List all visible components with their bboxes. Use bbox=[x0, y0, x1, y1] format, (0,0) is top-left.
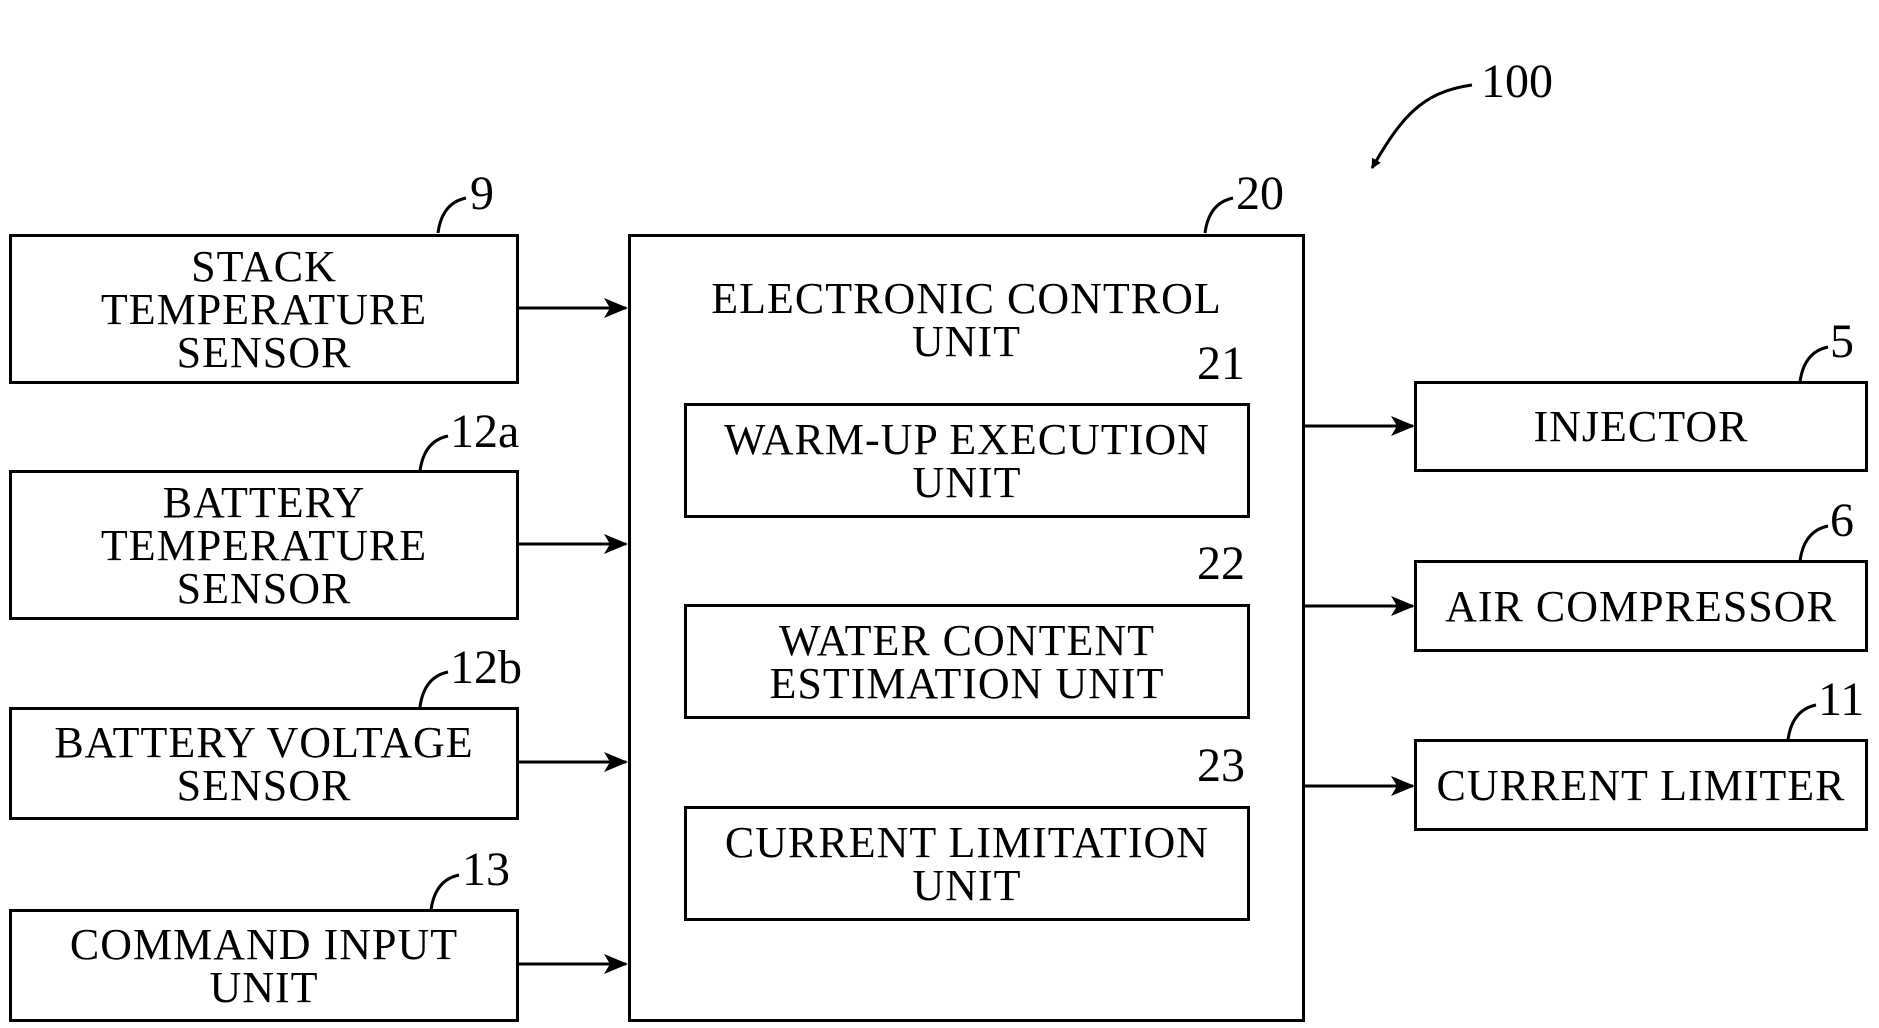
leader-12a bbox=[420, 436, 448, 471]
warm-up-execution-unit-block: WARM-UP EXECUTION UNIT bbox=[684, 403, 1250, 518]
block-line: UNIT bbox=[209, 966, 318, 1009]
block-line: SENSOR bbox=[177, 331, 352, 374]
ref-label-9: 9 bbox=[470, 170, 494, 218]
leader-12b bbox=[420, 672, 448, 707]
block-line: BATTERY VOLTAGE bbox=[54, 721, 473, 764]
block-line: AIR COMPRESSOR bbox=[1445, 585, 1837, 628]
current-limitation-unit-block: CURRENT LIMITATION UNIT bbox=[684, 806, 1250, 921]
leader-13 bbox=[431, 875, 459, 910]
leader-6 bbox=[1800, 526, 1828, 561]
injector-block: INJECTOR bbox=[1414, 381, 1868, 472]
block-line: ESTIMATION UNIT bbox=[769, 662, 1164, 705]
block-line: WATER CONTENT bbox=[779, 619, 1155, 662]
ref-label-6: 6 bbox=[1830, 497, 1854, 545]
ref-label-12a: 12a bbox=[450, 408, 519, 456]
leader-9 bbox=[438, 198, 466, 233]
block-line: TEMPERATURE bbox=[101, 524, 427, 567]
block-line: ELECTRONIC CONTROL bbox=[631, 277, 1302, 320]
battery-temperature-sensor-block: BATTERY TEMPERATURE SENSOR bbox=[9, 470, 519, 620]
block-line: SENSOR bbox=[177, 764, 352, 807]
leader-5 bbox=[1800, 347, 1828, 382]
block-line: COMMAND INPUT bbox=[70, 923, 458, 966]
current-limiter-block: CURRENT LIMITER bbox=[1414, 739, 1868, 831]
system-arrow-100 bbox=[1372, 85, 1472, 168]
ref-label-23: 23 bbox=[1197, 742, 1245, 790]
water-content-estimation-unit-block: WATER CONTENT ESTIMATION UNIT bbox=[684, 604, 1250, 719]
leader-20 bbox=[1205, 198, 1233, 233]
block-line: CURRENT LIMITER bbox=[1437, 764, 1846, 807]
ref-label-21: 21 bbox=[1197, 340, 1245, 388]
figure-ref-100: 100 bbox=[1481, 58, 1553, 106]
ref-label-5: 5 bbox=[1830, 318, 1854, 366]
block-line: UNIT bbox=[912, 864, 1021, 907]
block-line: TEMPERATURE bbox=[101, 288, 427, 331]
ref-label-20: 20 bbox=[1236, 170, 1284, 218]
block-line: BATTERY bbox=[163, 481, 366, 524]
command-input-unit-block: COMMAND INPUT UNIT bbox=[9, 909, 519, 1022]
battery-voltage-sensor-block: BATTERY VOLTAGE SENSOR bbox=[9, 707, 519, 820]
block-line: STACK bbox=[191, 245, 337, 288]
ref-label-11: 11 bbox=[1818, 676, 1864, 724]
stack-temperature-sensor-block: STACK TEMPERATURE SENSOR bbox=[9, 234, 519, 384]
block-line: INJECTOR bbox=[1534, 405, 1749, 448]
air-compressor-block: AIR COMPRESSOR bbox=[1414, 560, 1868, 652]
block-line: WARM-UP EXECUTION bbox=[724, 418, 1210, 461]
ref-label-13: 13 bbox=[462, 846, 510, 894]
leader-11 bbox=[1788, 705, 1816, 740]
block-line: CURRENT LIMITATION bbox=[725, 821, 1209, 864]
ref-label-12b: 12b bbox=[450, 644, 522, 692]
ref-label-22: 22 bbox=[1197, 540, 1245, 588]
block-line: UNIT bbox=[912, 461, 1021, 504]
block-line: SENSOR bbox=[177, 567, 352, 610]
